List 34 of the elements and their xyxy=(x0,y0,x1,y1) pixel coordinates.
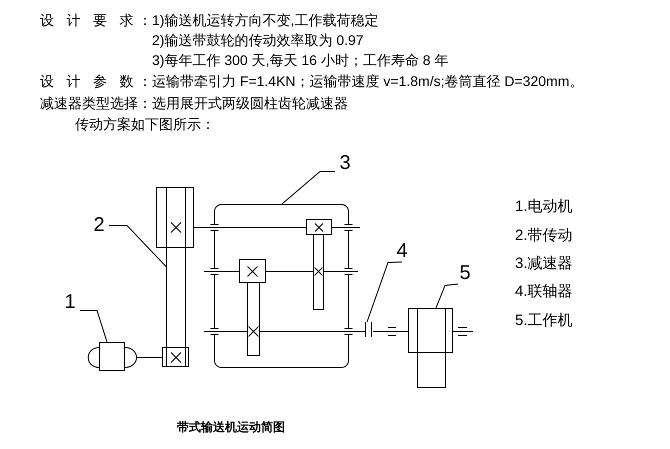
work-machine xyxy=(408,308,473,388)
shaft-coupling xyxy=(365,322,373,337)
key-item: 1.电动机 xyxy=(515,197,573,217)
figure-caption: 带式输送机运动简图 xyxy=(177,419,285,435)
shaft-line xyxy=(372,331,408,332)
callout-number: 3 xyxy=(335,152,355,174)
leader-line xyxy=(436,284,458,308)
callout-number: 4 xyxy=(392,240,412,262)
field-label: 设 计 参 数： xyxy=(40,72,152,90)
key-item: 5.工作机 xyxy=(515,311,573,331)
callout-number: 5 xyxy=(455,262,475,284)
spec-text: 2)输送带鼓轮的传动效率取为 0.97 xyxy=(152,31,364,49)
belt-drive xyxy=(156,187,194,367)
gear-reducer xyxy=(204,204,360,368)
spec-text: 3)每年工作 300 天,每天 16 小时；工作寿命 8 年 xyxy=(152,51,448,69)
leader-line xyxy=(366,262,402,322)
field-label: 减速器类型选择： xyxy=(40,94,152,112)
key-item: 2.带传动 xyxy=(515,226,573,246)
shaft-line xyxy=(360,331,366,332)
spec-text: 1)输送机运转方向不变,工作载荷稳定 xyxy=(152,11,378,29)
field-label: 设 计 要 求： xyxy=(40,11,152,29)
shaft-line xyxy=(136,357,156,358)
callout-number: 2 xyxy=(89,214,109,236)
leader-line xyxy=(80,310,108,342)
intro-text: 传动方案如下图所示： xyxy=(75,115,215,133)
spec-text: 运输带牵引力 F=1.4KN；运输带速度 v=1.8m/s;卷筒直径 D=320mm。 xyxy=(152,72,584,90)
shaft-line xyxy=(194,227,204,228)
key-item: 3.减速器 xyxy=(515,254,573,274)
key-item: 4.联轴器 xyxy=(515,282,573,302)
leader-line xyxy=(108,225,167,268)
callout-number: 1 xyxy=(60,291,80,313)
electric-motor xyxy=(88,342,137,371)
leader-line xyxy=(282,171,336,204)
spec-text: 选用展开式两级圆柱齿轮减速器 xyxy=(152,94,348,112)
